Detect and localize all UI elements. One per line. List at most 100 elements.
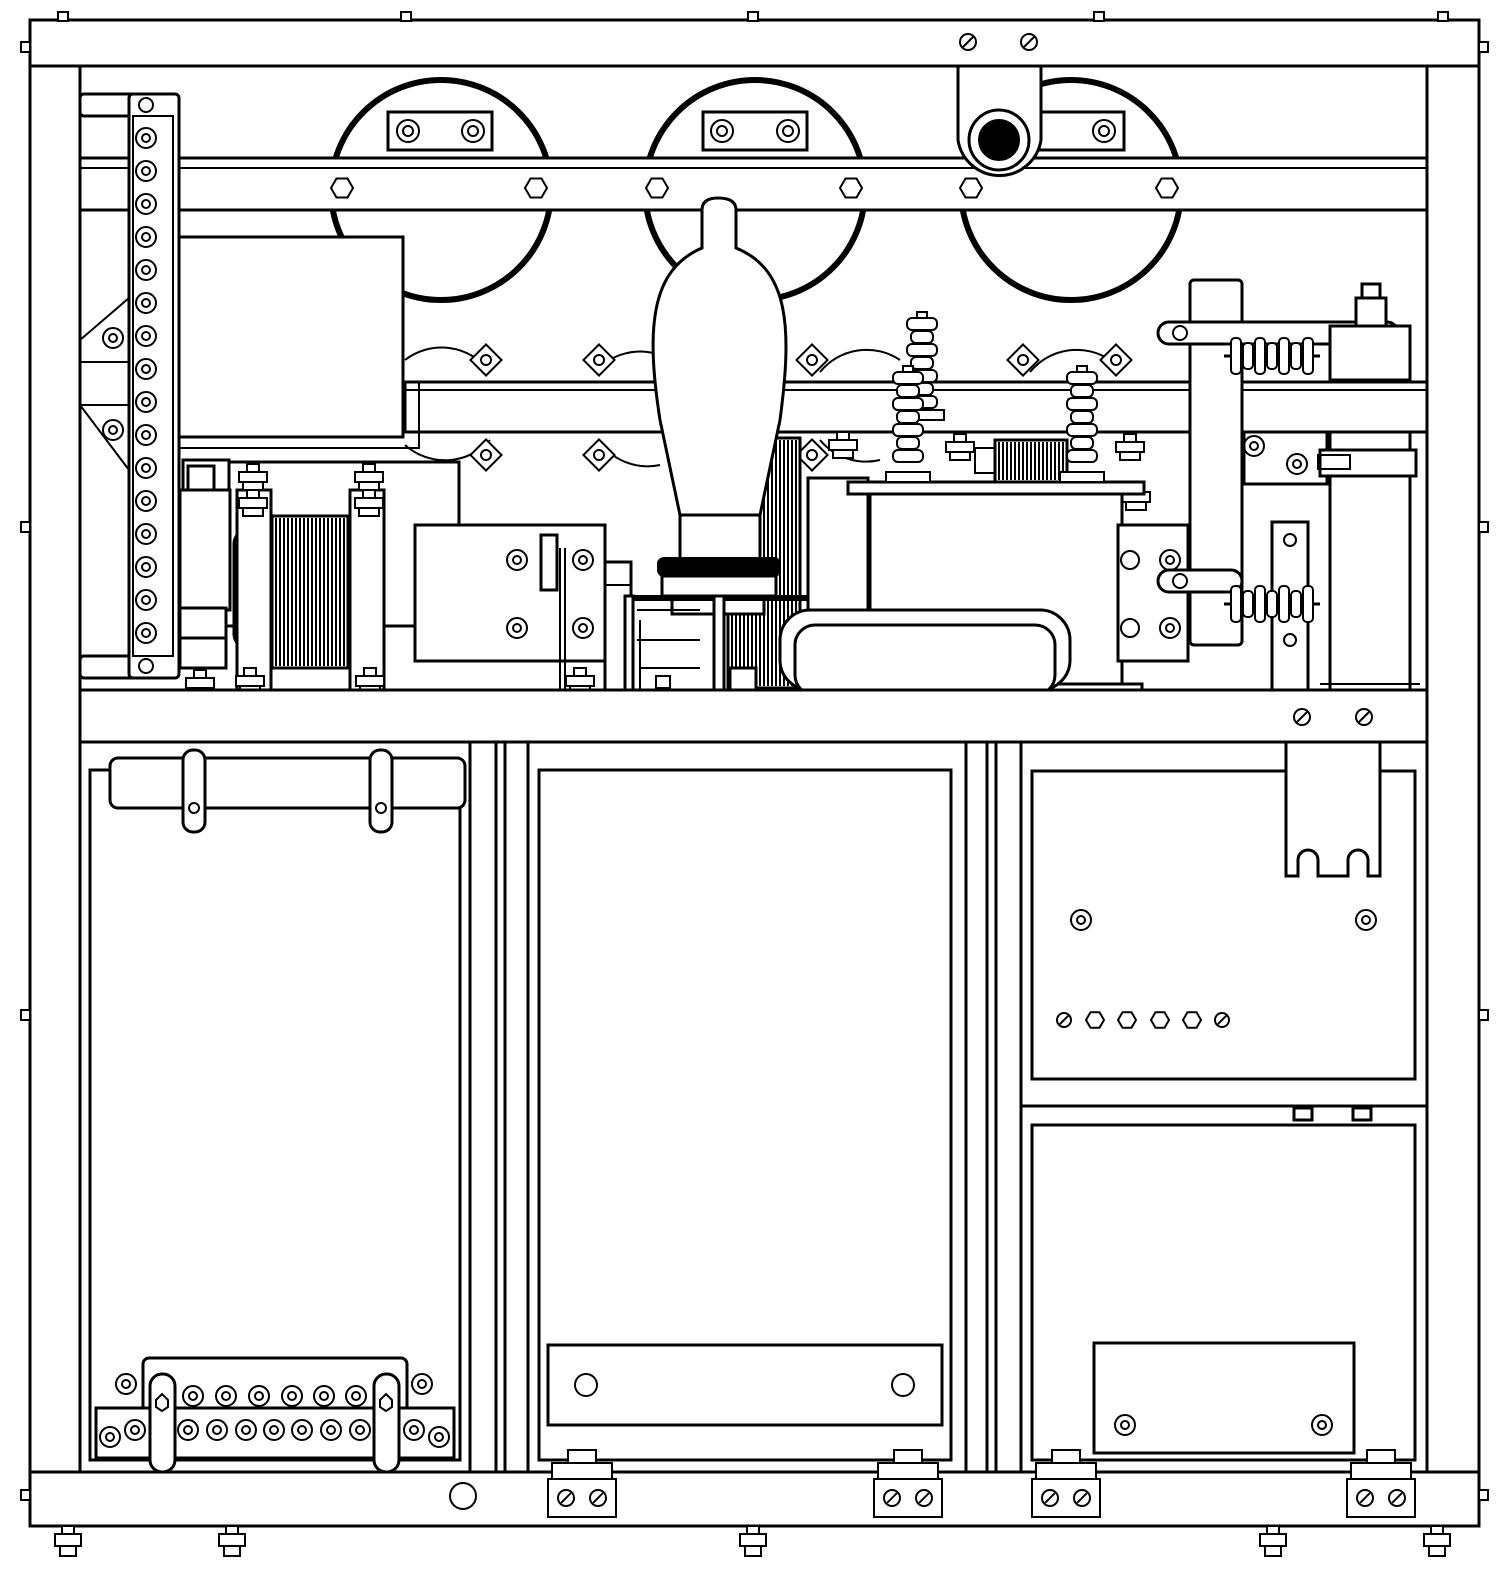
busbar-screw — [215, 1385, 237, 1407]
terminal-screw — [135, 622, 157, 644]
foot-bolt — [218, 1525, 246, 1557]
ct-winding — [998, 442, 1064, 480]
strip-screws — [135, 127, 157, 644]
terminal-screw — [135, 391, 157, 413]
hex-bolt — [1154, 177, 1180, 199]
frame-bolt — [20, 1009, 31, 1021]
terminal-screw — [135, 358, 157, 380]
diamond-bolt — [582, 343, 616, 377]
terminal-screw — [135, 556, 157, 578]
busbar-screw — [124, 1419, 146, 1441]
block-screw — [1041, 1489, 1059, 1507]
disc-clamp — [386, 110, 494, 152]
indicator-lamp — [1181, 1011, 1203, 1029]
block-screw — [915, 1489, 933, 1507]
terminal-screw — [135, 457, 157, 479]
terminal-block — [1031, 1449, 1101, 1518]
busbar-screw — [349, 1419, 371, 1441]
foot-bolt — [54, 1525, 82, 1557]
hex-bolt — [329, 177, 355, 199]
terminal-screw — [135, 523, 157, 545]
frame-bolt — [1478, 521, 1489, 533]
frame-bolt — [20, 1489, 31, 1501]
terminal-screw — [135, 325, 157, 347]
slot-screw — [1056, 1012, 1072, 1028]
terminal-post — [1115, 433, 1145, 461]
vacuum-tube — [603, 196, 820, 692]
busbar-screw — [177, 1419, 199, 1441]
hex-bolt — [958, 177, 984, 199]
terminal-post — [354, 489, 384, 517]
block-screw — [1388, 1489, 1406, 1507]
terminal-screw — [135, 490, 157, 512]
indicator-lamp — [1149, 1011, 1171, 1029]
lower-center-cell — [537, 742, 1023, 1472]
eyelet-bracket — [956, 33, 1043, 177]
block-screw — [589, 1489, 607, 1507]
crossbar-bolts — [329, 177, 1180, 199]
hv-bushings — [885, 311, 1105, 483]
coil-winding — [275, 518, 345, 666]
terminal-screw — [135, 193, 157, 215]
bottom-terminal-blocks — [547, 1449, 1416, 1518]
busbar-screw — [411, 1373, 433, 1395]
disc-clamp — [701, 110, 809, 152]
right-bracket — [1156, 278, 1420, 692]
hex-bolt — [644, 177, 670, 199]
terminal-screw — [135, 127, 157, 149]
frame-bolt — [1478, 41, 1489, 53]
hex-bolt — [838, 177, 864, 199]
diamond-bolt — [1099, 343, 1133, 377]
indicator-lamp — [1084, 1011, 1106, 1029]
frame-bolt — [1478, 1009, 1489, 1021]
diamond-bolt — [469, 343, 503, 377]
busbar-screw — [291, 1419, 313, 1441]
terminal-screw — [135, 424, 157, 446]
busbar-screw — [320, 1419, 342, 1441]
lower-right-top-cell — [1021, 740, 1427, 1108]
busbar-screw — [313, 1385, 335, 1407]
diamond-bolt — [469, 438, 503, 472]
frame-edge-bolts — [20, 11, 1489, 1501]
current-transformer — [778, 438, 1190, 697]
block-screw — [1356, 1489, 1374, 1507]
frame-bolt — [57, 11, 69, 22]
busbar-screws — [99, 1373, 450, 1448]
hex-bolt — [523, 177, 549, 199]
terminal-post — [238, 463, 268, 491]
indicator-row — [1056, 1011, 1230, 1029]
control-box — [177, 235, 420, 449]
terminal-screw — [135, 160, 157, 182]
terminal-screw — [135, 589, 157, 611]
frame-bolt — [20, 521, 31, 533]
surge-arrester — [1224, 585, 1320, 623]
diamond-bolt — [795, 438, 829, 472]
slot-screw — [1214, 1012, 1230, 1028]
terminal-post — [828, 431, 858, 459]
upper-crossbar — [78, 156, 1429, 212]
terminal-block — [873, 1449, 943, 1518]
foot-bolts — [54, 1525, 1451, 1557]
diamond-bolt — [582, 438, 616, 472]
busbar-screw — [403, 1419, 425, 1441]
surge-arresters — [1224, 337, 1320, 623]
foot-bolt — [1423, 1525, 1451, 1557]
lower-left-cell — [88, 742, 530, 1474]
busbar-screw — [263, 1419, 285, 1441]
frame-bolt — [747, 11, 759, 22]
foot-bolt — [739, 1525, 767, 1557]
terminal-block — [1346, 1449, 1416, 1518]
busbar-screw — [248, 1385, 270, 1407]
block-screw — [557, 1489, 575, 1507]
terminal-screw — [135, 226, 157, 248]
busbar-screw — [206, 1419, 228, 1441]
busbar-screw — [428, 1426, 450, 1448]
terminal-post — [354, 463, 384, 491]
busbar-screw — [281, 1385, 303, 1407]
indicator-lamp — [1116, 1011, 1138, 1029]
block-screw — [1073, 1489, 1091, 1507]
frame-bolt — [1093, 11, 1105, 22]
busbar-screw — [182, 1385, 204, 1407]
busbar-screw — [345, 1385, 367, 1407]
